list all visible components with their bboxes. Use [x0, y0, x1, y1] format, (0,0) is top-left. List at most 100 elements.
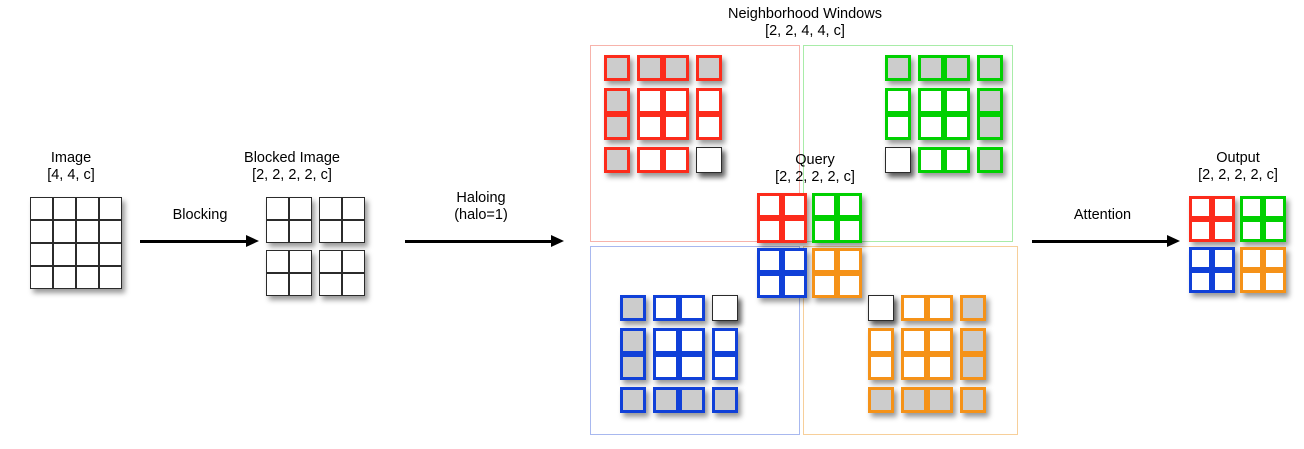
grid-cell: [1240, 219, 1263, 242]
grid-cell: [977, 88, 1003, 114]
nw-bottom-left-sub-0-0: [620, 295, 646, 321]
image-caption-shape: [4, 4, c]: [47, 167, 95, 183]
grid-cell: [782, 193, 807, 218]
grid-cell: [782, 218, 807, 243]
grid-cell: [637, 114, 663, 140]
grid-cell: [944, 147, 970, 173]
grid-cell: [76, 220, 99, 243]
blocked-image-block-2: [266, 250, 312, 296]
nw-bottom-left-sub-2-0: [620, 387, 646, 413]
nw-top-right-sub-0-0: [885, 55, 911, 81]
grid-cell: [868, 354, 894, 380]
grid-cell: [837, 273, 862, 298]
nw-bottom-left-sub-0-1: [653, 295, 705, 321]
grid-cell: [977, 147, 1003, 173]
grid-cell: [712, 387, 738, 413]
grid-cell: [289, 273, 312, 296]
grid-cell: [918, 55, 944, 81]
image-caption-name: Image: [50, 150, 92, 166]
grid-cell: [30, 266, 53, 289]
grid-cell: [757, 273, 782, 298]
nw-top-right-sub-2-0: [885, 147, 911, 173]
grid-cell: [679, 354, 705, 380]
grid-cell: [99, 197, 122, 220]
quadrant-box-bottom-left: [590, 246, 800, 435]
grid-cell: [918, 147, 944, 173]
grid-cell: [837, 218, 862, 243]
grid-cell: [812, 248, 837, 273]
query-block-orange: [812, 248, 862, 298]
grid-cell: [885, 88, 911, 114]
nw-bottom-left-sub-1-2: [712, 328, 738, 380]
grid-cell: [342, 250, 365, 273]
query-block-green: [812, 193, 862, 243]
grid-cell: [620, 328, 646, 354]
grid-cell: [604, 147, 630, 173]
grid-cell: [944, 114, 970, 140]
grid-cell: [99, 243, 122, 266]
arrow-haloing-label: Haloing (halo=1): [401, 190, 561, 224]
grid-cell: [53, 266, 76, 289]
grid-cell: [1240, 247, 1263, 270]
grid-cell: [319, 250, 342, 273]
grid-cell: [1212, 196, 1235, 219]
grid-cell: [679, 328, 705, 354]
grid-cell: [620, 354, 646, 380]
grid-cell: [1212, 270, 1235, 293]
grid-cell: [1263, 196, 1286, 219]
grid-cell: [1189, 247, 1212, 270]
nw-top-right-sub-1-1: [918, 88, 970, 140]
nw-top-right-sub-1-0: [885, 88, 911, 140]
grid-cell: [960, 387, 986, 413]
grid-cell: [30, 220, 53, 243]
nw-top-right-sub-2-2: [977, 147, 1003, 173]
output-block-orange: [1240, 247, 1286, 293]
grid-cell: [99, 266, 122, 289]
grid-cell: [76, 197, 99, 220]
grid-cell: [1189, 219, 1212, 242]
query-block-red: [757, 193, 807, 243]
grid-cell: [944, 55, 970, 81]
grid-cell: [653, 387, 679, 413]
nw-bottom-left-sub-2-1: [653, 387, 705, 413]
grid-cell: [712, 328, 738, 354]
grid-cell: [712, 295, 738, 321]
grid-cell: [1189, 196, 1212, 219]
arrow-blocking-label: Blocking: [172, 207, 228, 223]
grid-cell: [960, 328, 986, 354]
grid-cell: [812, 273, 837, 298]
nw-top-left-sub-1-0: [604, 88, 630, 140]
grid-cell: [696, 55, 722, 81]
arrow-haloing-label-main: Haloing: [456, 190, 506, 206]
output-block-red: [1189, 196, 1235, 242]
grid-cell: [679, 387, 705, 413]
grid-cell: [319, 220, 342, 243]
nw-bottom-right-sub-2-0: [868, 387, 894, 413]
grid-cell: [868, 295, 894, 321]
grid-cell: [637, 55, 663, 81]
nw-bottom-right-sub-0-0: [868, 295, 894, 321]
nw-top-left-sub-2-0: [604, 147, 630, 173]
nw-bottom-right-sub-2-1: [901, 387, 953, 413]
neighborhood-windows-caption-shape: [2, 2, 4, 4, c]: [765, 23, 845, 39]
grid-cell: [604, 55, 630, 81]
grid-cell: [837, 248, 862, 273]
grid-cell: [342, 197, 365, 220]
grid-cell: [266, 250, 289, 273]
nw-bottom-right-sub-0-1: [901, 295, 953, 321]
grid-cell: [30, 243, 53, 266]
grid-cell: [679, 295, 705, 321]
grid-cell: [927, 328, 953, 354]
grid-cell: [663, 88, 689, 114]
grid-cell: [885, 55, 911, 81]
grid-cell: [977, 55, 1003, 81]
grid-cell: [76, 243, 99, 266]
output-block-green: [1240, 196, 1286, 242]
nw-bottom-right-sub-0-2: [960, 295, 986, 321]
nw-bottom-left-sub-0-2: [712, 295, 738, 321]
grid-cell: [663, 55, 689, 81]
blocked-image-block-1: [319, 197, 365, 243]
grid-cell: [266, 197, 289, 220]
query-caption: Query [2, 2, 2, 2, c]: [740, 152, 890, 186]
nw-bottom-right-sub-1-2: [960, 328, 986, 380]
